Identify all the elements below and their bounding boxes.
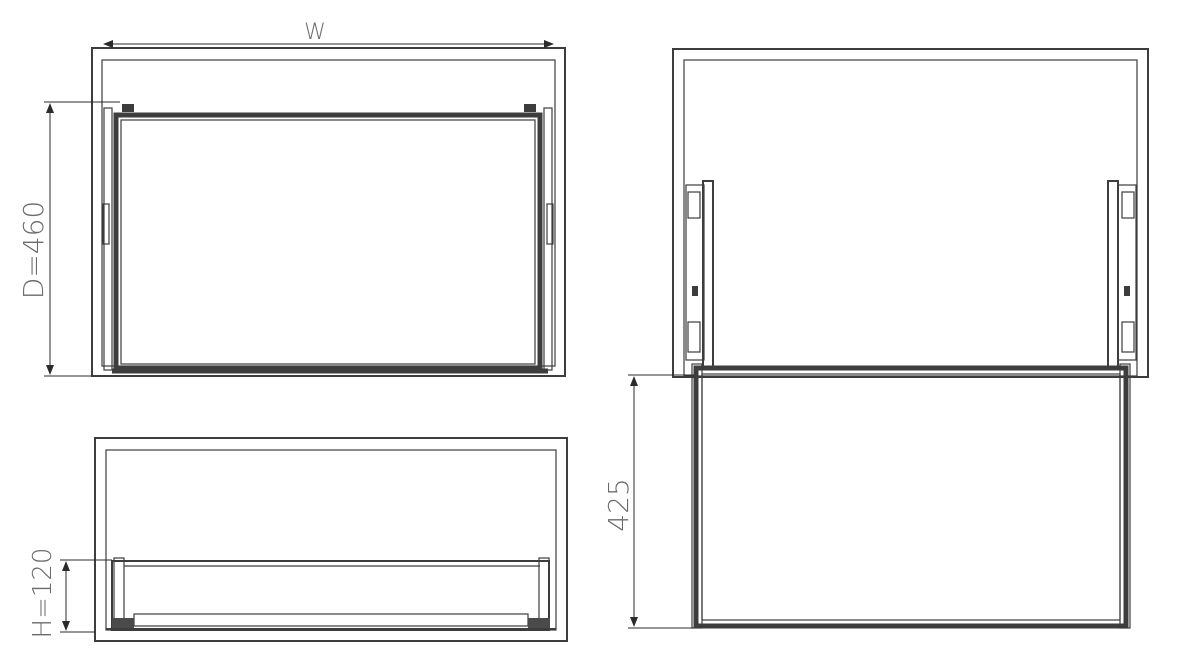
side-view-left-lock (692, 286, 698, 296)
top-view: W D=460 (17, 20, 566, 377)
side-view-cabinet-outer (672, 48, 1149, 378)
front-view-drawer (111, 560, 550, 631)
top-view-drawer-basket (113, 112, 543, 372)
depth-label: D=460 (17, 201, 50, 299)
side-view-right-slide-plate (1117, 184, 1137, 361)
side-view-right-slide-rail (1107, 180, 1119, 368)
side-view-left-clip-top (687, 191, 701, 219)
top-view-right-runner (543, 107, 553, 371)
side-view-drawer-basket (693, 365, 1129, 629)
front-view: H=120 (28, 437, 568, 642)
side-view: 425 (602, 48, 1149, 629)
side-view-left-slide-plate (685, 184, 705, 361)
side-view-left-clip-bottom (687, 321, 701, 353)
top-view-left-bracket (122, 104, 134, 112)
top-view-right-bracket (524, 104, 536, 112)
front-view-right-foot (528, 618, 550, 630)
top-view-cabinet-inner (101, 59, 556, 367)
front-view-cabinet-outer (94, 437, 568, 642)
extension-label: 425 (602, 478, 635, 531)
top-view-right-slide-clip (546, 203, 554, 245)
width-label: W (304, 20, 326, 45)
front-view-left-foot (112, 618, 134, 630)
front-view-cabinet-inner (105, 449, 557, 631)
side-view-drawer-inner (701, 373, 1121, 621)
front-view-drawer-bottom (133, 613, 529, 627)
side-view-drawer-left-post (691, 363, 703, 629)
side-view-cabinet-inner (683, 59, 1138, 377)
side-view-drawer-right-post (1119, 363, 1131, 629)
height-label: H=120 (28, 548, 58, 639)
front-view-right-post (538, 557, 550, 623)
side-view-right-clip-top (1121, 191, 1135, 219)
top-view-cabinet-outer (91, 47, 566, 377)
top-view-drawer-inner (120, 119, 536, 365)
front-view-left-post (113, 557, 125, 623)
side-view-right-lock (1124, 286, 1130, 296)
top-view-left-slide-clip (102, 203, 110, 245)
side-view-right-clip-bottom (1121, 321, 1135, 353)
top-view-left-runner (103, 107, 113, 371)
